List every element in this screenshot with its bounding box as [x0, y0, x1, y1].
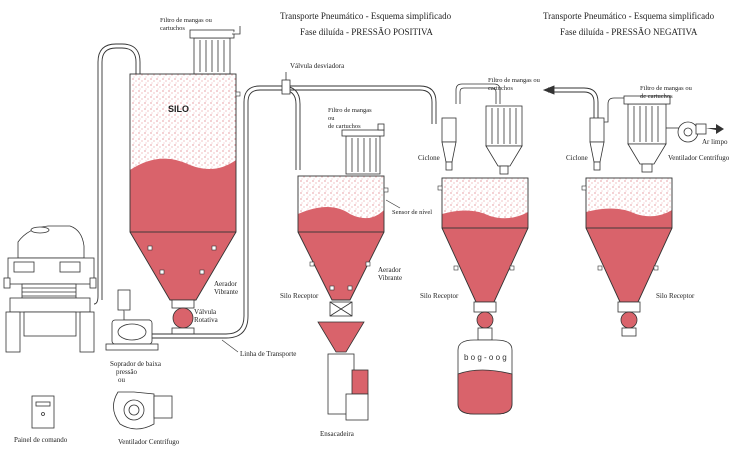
negative-filter-label-2: de cartuchos — [640, 93, 673, 100]
cyclone-positive — [441, 83, 501, 171]
low-pressure-blower — [105, 289, 159, 351]
clean-air-arrow — [706, 124, 724, 134]
receiver2-filter-label-1: Filtro de mangas ou — [488, 77, 541, 84]
negative-subtitle: Fase diluída - PRESSÃO NEGATIVA — [560, 27, 698, 37]
rotary-valve-label-1: Válvula — [194, 308, 217, 316]
cyclone-negative — [589, 97, 626, 171]
receiver1-discharge — [317, 301, 369, 421]
receiver3-label: Silo Receptor — [656, 292, 695, 300]
receiver1-label: Silo Receptor — [280, 292, 319, 300]
cyclone-label-negative: Ciclone — [566, 154, 588, 162]
diverter-label: Válvula desviadora — [290, 62, 345, 70]
diverter-branch-pipe — [290, 85, 437, 124]
silo-top-filter — [189, 26, 241, 75]
silo-filter-label-2: cartuchos — [160, 25, 185, 32]
truck-to-silo-pipe — [93, 43, 141, 305]
control-panel-label: Painel de comando — [14, 436, 68, 444]
receiver1-filter-label-3: de cartuchos — [328, 123, 361, 130]
aerator-label: Aerador — [214, 280, 238, 288]
control-panel — [31, 395, 55, 429]
receiver2-filter — [485, 105, 523, 175]
level-sensor-label: Sensor de nível — [392, 209, 432, 216]
fan-label-left: Ventilador Centrífugo — [118, 438, 180, 446]
main-silo — [129, 73, 241, 301]
fan-label-negative: Ventilador Centrífugo — [668, 154, 730, 162]
blower-label-2: pressão — [116, 368, 137, 376]
transport-line-label: Linha de Transporte — [240, 350, 296, 358]
vibrator-label: Vibrante — [214, 288, 238, 296]
negative-filter — [623, 95, 671, 173]
silo-filter-label-1: Filtro de mangas ou — [160, 17, 213, 24]
receiver1-filter — [341, 123, 385, 175]
receiver1-filter-label-2: ou — [328, 115, 335, 122]
bag-text: b o g - o o g — [464, 353, 507, 362]
receiver2-filter-label-2: cartuchos — [488, 85, 513, 92]
rotary-valve-label-2: Rotativa — [194, 316, 219, 324]
centrifugal-fan-left — [113, 391, 173, 430]
or-label: ou — [118, 376, 126, 384]
diverter-valve — [281, 72, 291, 95]
positive-title: Transporte Pneumático - Esquema simplifi… — [280, 11, 452, 21]
receiver2-discharge-bag — [457, 301, 513, 415]
clean-air-label: Ar limpo — [702, 138, 728, 146]
blower-label-1: Soprador de baixa — [110, 360, 162, 368]
receiver3-valve — [617, 301, 641, 337]
transport-line-pointer — [221, 339, 239, 353]
rotary-valve — [171, 299, 195, 335]
receiver2-label: Silo Receptor — [420, 292, 459, 300]
receiver1-filter-label-1: Filtro de mangas — [328, 107, 372, 114]
cyclone-label-positive: Ciclone — [418, 154, 440, 162]
receiver1-vibrator-label: Vibrante — [378, 274, 402, 282]
tanker-truck — [3, 225, 97, 353]
negative-filter-label-1: Filtro de mangas ou — [640, 85, 693, 92]
centrifugal-fan-negative — [666, 121, 707, 143]
bagger-label: Ensacadeira — [320, 430, 355, 438]
negative-inlet-pipe — [542, 85, 599, 118]
level-sensor-pointer — [385, 199, 401, 209]
receiver-silo-2 — [437, 177, 529, 303]
receiver-silo-1 — [297, 175, 389, 301]
silo-label: SILO — [168, 104, 189, 114]
positive-subtitle: Fase diluída - PRESSÃO POSITIVA — [300, 27, 433, 37]
receiver-silo-3 — [581, 177, 673, 303]
receiver1-aerator-label: Aerador — [378, 266, 402, 274]
negative-title: Transporte Pneumático - Esquema simplifi… — [543, 11, 715, 21]
